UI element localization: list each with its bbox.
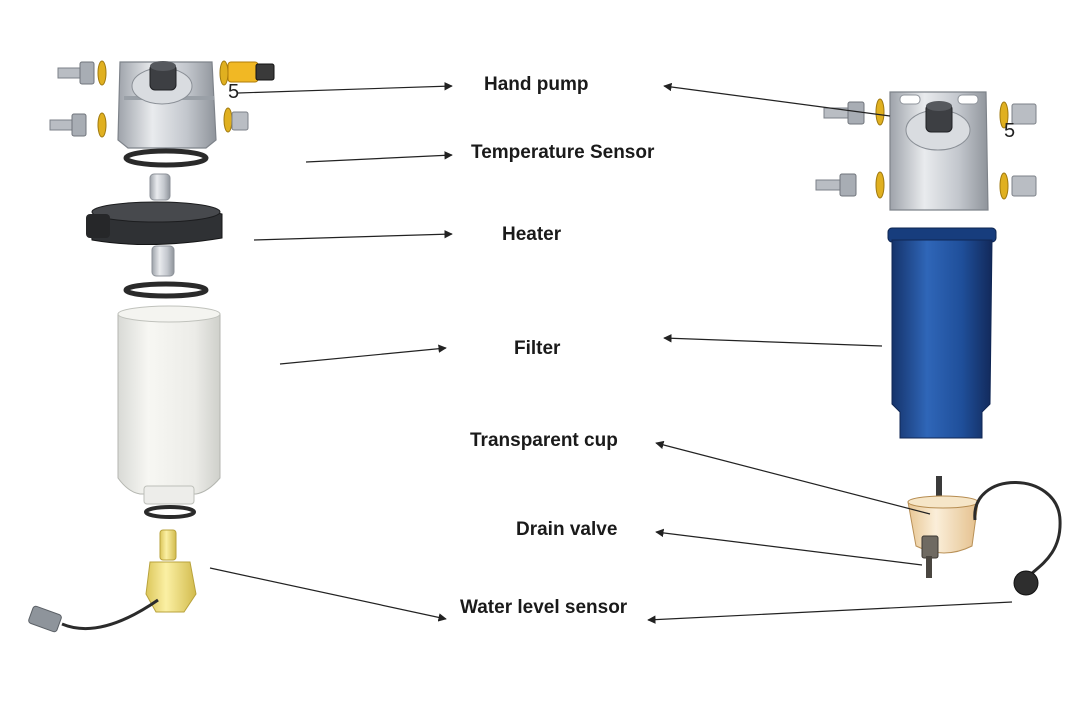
- washer: [999, 172, 1009, 200]
- white-filter-cartridge: [117, 305, 221, 519]
- left-bolt: [49, 113, 87, 137]
- leader-water-level-left: [209, 567, 447, 622]
- leader-hand-pump-right: [663, 82, 891, 117]
- seal-ring: [123, 281, 209, 299]
- left-bolt: [57, 61, 95, 85]
- washer: [999, 101, 1009, 129]
- blue-filter-cartridge: [887, 227, 997, 439]
- drain-valve: [921, 535, 939, 559]
- leader-water-level-right: [647, 601, 1013, 624]
- leader-filter-left: [279, 344, 447, 365]
- washer: [875, 98, 885, 126]
- washer: [219, 60, 229, 86]
- leader-transparent-cup: [655, 440, 931, 515]
- label-transparent-cup: Transparent cup: [470, 430, 618, 451]
- washer: [223, 107, 233, 133]
- left-port-mark: 5: [228, 81, 239, 103]
- left-filter-head: [49, 60, 275, 149]
- leader-hand-pump-left: [237, 82, 453, 94]
- label-temperature-sensor: Temperature Sensor: [471, 142, 655, 163]
- connector-nipple: [149, 173, 171, 201]
- temperature-sensor-fitting: [227, 61, 275, 83]
- seal-ring: [144, 505, 196, 519]
- label-hand-pump: Hand pump: [484, 74, 589, 95]
- leader-heater: [253, 230, 453, 241]
- leader-temperature-sensor: [305, 151, 453, 163]
- seal-ring: [123, 148, 209, 168]
- right-filter-head: [815, 91, 1037, 211]
- washer: [97, 60, 107, 86]
- washer: [97, 112, 107, 138]
- label-heater: Heater: [502, 224, 562, 245]
- left-water-level-sensor: [28, 529, 197, 633]
- washer: [875, 171, 885, 199]
- heater-ring: [86, 201, 223, 246]
- leader-filter-right: [663, 334, 883, 347]
- label-filter: Filter: [514, 338, 561, 359]
- right-port-mark: 5: [1004, 120, 1015, 142]
- label-water-level-sensor: Water level sensor: [460, 597, 628, 618]
- sensor-plug: [28, 605, 62, 633]
- leader-drain-valve: [655, 528, 923, 566]
- transparent-cup-assembly: [907, 476, 1062, 596]
- connector-nipple: [151, 245, 175, 277]
- sensor-connector: [1013, 570, 1039, 596]
- label-drain-valve: Drain valve: [516, 519, 618, 540]
